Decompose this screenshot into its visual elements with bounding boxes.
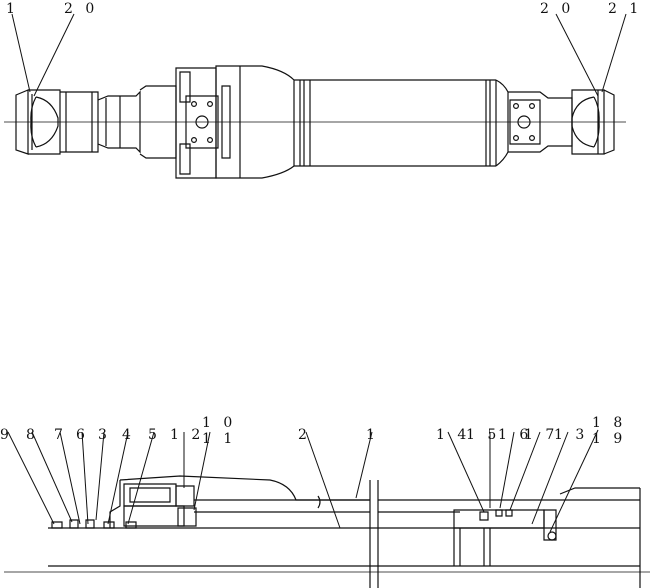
callout-top-20-right: 2 0	[540, 1, 575, 17]
cylinder-tube	[294, 80, 496, 166]
callout-7: 7	[54, 427, 67, 443]
callout-11: 1 1	[202, 431, 237, 447]
callout-12: 1 2	[170, 427, 205, 443]
right-bottom-eye	[572, 90, 614, 154]
callout-16: 1 6	[498, 427, 533, 443]
callout-9: 9	[0, 427, 13, 443]
callout-4: 4	[122, 427, 135, 443]
callout-13: 1 3	[554, 427, 589, 443]
callout-5: 5	[148, 427, 161, 443]
callout-18: 1 8	[592, 415, 627, 431]
callout-8: 8	[26, 427, 39, 443]
callout-top-1: 1	[6, 1, 19, 17]
cylinder-section-view	[4, 476, 650, 588]
callout-19: 1 9	[592, 431, 627, 447]
cylinder-exterior-view	[4, 66, 626, 178]
head-block	[176, 66, 294, 178]
callout-top-21: 2 1	[608, 1, 643, 17]
callout-15: 1 5	[466, 427, 501, 443]
bottom-block	[496, 80, 572, 166]
callout-17: 1 7	[524, 427, 559, 443]
callout-1-section: 1	[366, 427, 379, 443]
callout-2: 2	[298, 427, 311, 443]
section-leaders	[8, 430, 598, 532]
callout-14: 1 4	[436, 427, 471, 443]
callout-top-20-left: 2 0	[64, 1, 99, 17]
callout-6: 6	[76, 427, 89, 443]
callout-3-left: 3	[98, 427, 111, 443]
top-leaders	[12, 14, 626, 96]
callout-10: 1 0	[202, 415, 237, 431]
